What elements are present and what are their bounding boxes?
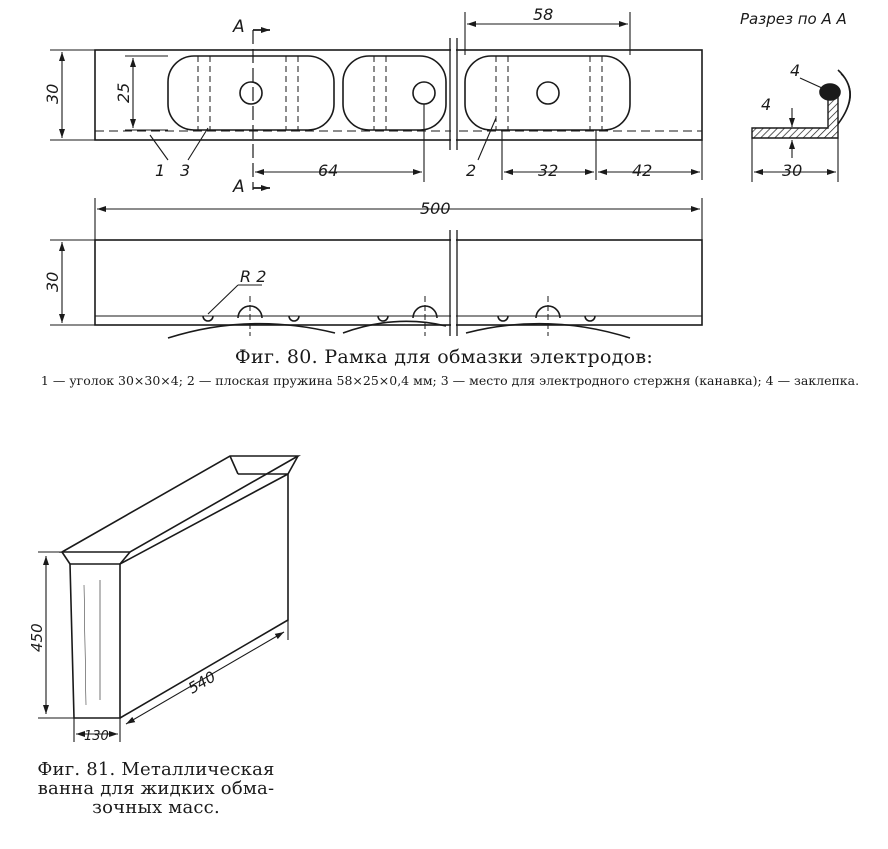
dim-label-30-left: 30 — [43, 84, 62, 104]
fig81-caption-line-1: Фиг. 81. Металлическая — [37, 759, 275, 780]
dim-30-bottom — [50, 239, 95, 326]
dim-label-500: 500 — [420, 199, 451, 218]
dim-label-32: 32 — [538, 161, 558, 180]
bottom-view — [94, 230, 703, 339]
dim-58 — [464, 12, 631, 55]
dim-label-25: 25 — [114, 83, 133, 103]
fig81-caption: Фиг. 81. Металлическая ванна для жидких … — [20, 760, 292, 817]
dim-label-450: 450 — [28, 623, 46, 652]
fig81-caption-line-3: зочных масс. — [92, 797, 220, 818]
dim-label-130: 130 — [84, 729, 109, 744]
dim-label-30-bottom: 30 — [43, 272, 62, 292]
callout-2: 2 — [466, 161, 476, 180]
dim-label-64: 64 — [318, 161, 338, 180]
fig80-caption-text: 1 — уголок 30×30×4; 2 — плоская пружина … — [40, 373, 860, 388]
bath-body — [58, 455, 302, 719]
dim-32-42 — [501, 130, 703, 180]
dim-500 — [94, 198, 703, 240]
dim-label-540: 540 — [185, 668, 219, 698]
fig81-bath-drawing: 450 540 130 — [28, 455, 302, 744]
fig81-caption-line-2: ванна для жидких обма- — [37, 778, 275, 799]
flat-spring-3 — [464, 55, 631, 131]
sec-label-4-thick: 4 — [761, 95, 771, 114]
section-aa-view — [751, 69, 851, 182]
section-mark-bottom: А — [232, 177, 245, 197]
radius-label: R 2 — [240, 267, 266, 286]
section-aa-label: Разрез по А А — [740, 10, 847, 28]
top-view — [94, 38, 703, 150]
fig80-caption-title: Фиг. 80. Рамка для обмазки электродов: — [234, 346, 654, 368]
section-mark-top: А — [232, 17, 245, 37]
dim-30-left — [50, 49, 95, 141]
dim-label-58: 58 — [533, 5, 553, 24]
bath-dimensions — [38, 551, 289, 742]
dim-25 — [125, 55, 168, 131]
dim-label-42: 42 — [632, 161, 652, 180]
callout-3: 3 — [180, 161, 190, 180]
flat-spring-2 — [342, 55, 447, 131]
callout-leaders — [149, 117, 497, 161]
dim-64 — [255, 104, 425, 182]
flat-spring-1 — [167, 55, 335, 131]
section-line-aa — [252, 27, 270, 191]
sec-label-4-rivet: 4 — [790, 61, 800, 80]
callout-1: 1 — [155, 161, 165, 180]
sec-label-30: 30 — [782, 161, 802, 180]
fig80-drawing: Разрез по А А А А 58 30 25 64 32 42 1 3 … — [43, 5, 851, 339]
